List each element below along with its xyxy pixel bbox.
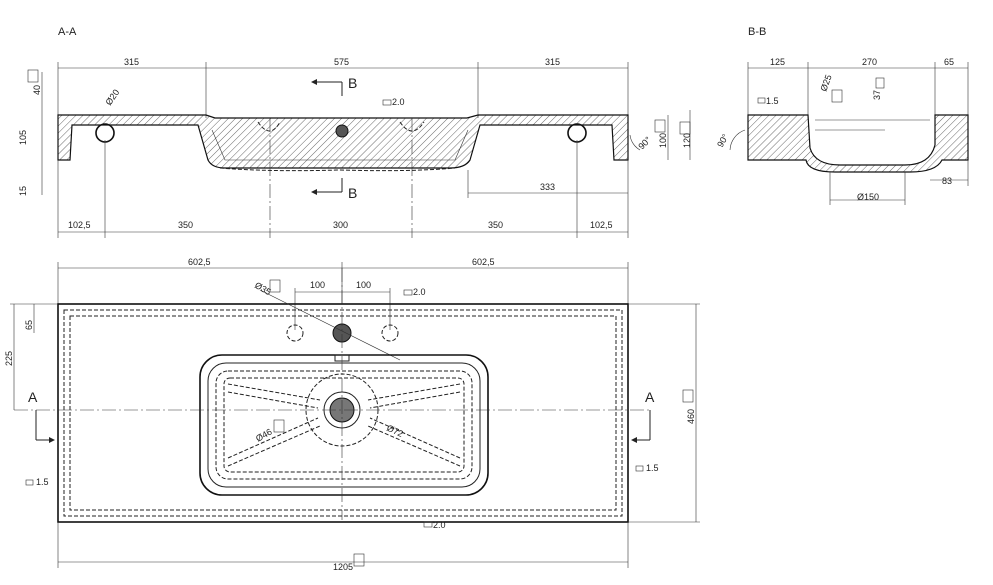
- overflow-hole-right: [567, 123, 587, 143]
- flatness-symbol-icon: [403, 289, 413, 296]
- dim-300: 300: [333, 220, 348, 230]
- dim-602-5-left: 602,5: [188, 257, 211, 267]
- section-aa-view: A-A 315 575 315 B 2.0 Ø20 40 105 15: [18, 26, 692, 238]
- basin-side-section: [747, 114, 969, 173]
- dim-102-5-right: 102,5: [590, 220, 613, 230]
- label-d20: Ø20: [103, 87, 121, 107]
- tolerance-box-icon: [269, 279, 281, 293]
- flatness-symbol-icon: [423, 521, 433, 528]
- angle-90-bb: 90°: [715, 132, 731, 149]
- section-bb-view: B-B 125 270 65 Ø25 37 1.5 90° Ø150 83: [715, 26, 969, 205]
- section-a-marker-right: A: [645, 389, 655, 405]
- dim-350-right: 350: [488, 220, 503, 230]
- dim-602-5-right: 602,5: [472, 257, 495, 267]
- dim-225: 225: [4, 351, 14, 366]
- dim-100-left: 100: [310, 280, 325, 290]
- dim-102-5-left: 102,5: [68, 220, 91, 230]
- section-bb-title: B-B: [748, 26, 766, 38]
- dim-460: 460: [686, 409, 696, 424]
- flatness-symbol-icon: [382, 99, 392, 106]
- bowl-outline: [199, 354, 489, 496]
- section-b-marker-bottom: B: [348, 185, 357, 201]
- dim-d150: Ø150: [857, 192, 879, 202]
- tolerance-box-icon: [682, 389, 694, 403]
- section-b-marker-top: B: [348, 75, 357, 91]
- tap-hole-right: [381, 324, 399, 342]
- dim-40: 40: [32, 85, 42, 95]
- dim-37: 37: [872, 90, 882, 100]
- tolerance-box-icon: [831, 89, 843, 103]
- section-aa-title: A-A: [58, 26, 77, 38]
- dim-105: 105: [18, 130, 28, 145]
- flatness-aa: 2.0: [392, 97, 405, 107]
- dim-100-right: 100: [356, 280, 371, 290]
- tolerance-box-icon: [273, 419, 285, 433]
- dim-83: 83: [942, 176, 952, 186]
- dim-15: 15: [18, 186, 28, 196]
- thickness-1-5-bb: 1.5: [766, 96, 779, 106]
- dim-1205: 1205: [333, 562, 353, 572]
- tolerance-box-icon: [27, 69, 39, 83]
- thickness-1-5-left: 1.5: [36, 477, 49, 487]
- dim-65-plan: 65: [24, 320, 34, 330]
- tap-hole-left: [286, 324, 304, 342]
- flatness-plan-top: 2.0: [413, 287, 426, 297]
- dim-333: 333: [540, 182, 555, 192]
- section-a-marker-left: A: [28, 389, 38, 405]
- dim-315-left: 315: [124, 57, 139, 67]
- dim-125: 125: [770, 57, 785, 67]
- flatness-plan-bottom: 2.0: [433, 520, 446, 530]
- dim-270: 270: [862, 57, 877, 67]
- dim-100: 100: [658, 133, 668, 148]
- tolerance-box-icon: [353, 553, 365, 567]
- tolerance-box-icon: [875, 77, 885, 89]
- dim-315-right: 315: [545, 57, 560, 67]
- dim-575: 575: [334, 57, 349, 67]
- flatness-symbol-icon: [635, 465, 644, 472]
- dim-350-left: 350: [178, 220, 193, 230]
- label-d46: Ø46: [254, 427, 274, 444]
- plan-view: 602,5 602,5 100 100 Ø35 2.0 Ø46 Ø72: [4, 257, 700, 572]
- label-d72: Ø72: [385, 423, 405, 439]
- angle-90-aa: 90°: [636, 134, 653, 151]
- tolerance-box-icon: [654, 119, 666, 133]
- dim-120: 120: [682, 133, 692, 148]
- flatness-symbol-icon: [25, 479, 34, 486]
- dim-65: 65: [944, 57, 954, 67]
- label-d25: Ø25: [818, 73, 833, 92]
- overflow-hole-left: [95, 123, 115, 143]
- flatness-symbol-icon: [757, 97, 766, 104]
- tap-hole-center: [335, 124, 349, 138]
- basin-outline: [57, 303, 629, 523]
- thickness-1-5-right: 1.5: [646, 463, 659, 473]
- tolerance-box-icon: [679, 121, 691, 135]
